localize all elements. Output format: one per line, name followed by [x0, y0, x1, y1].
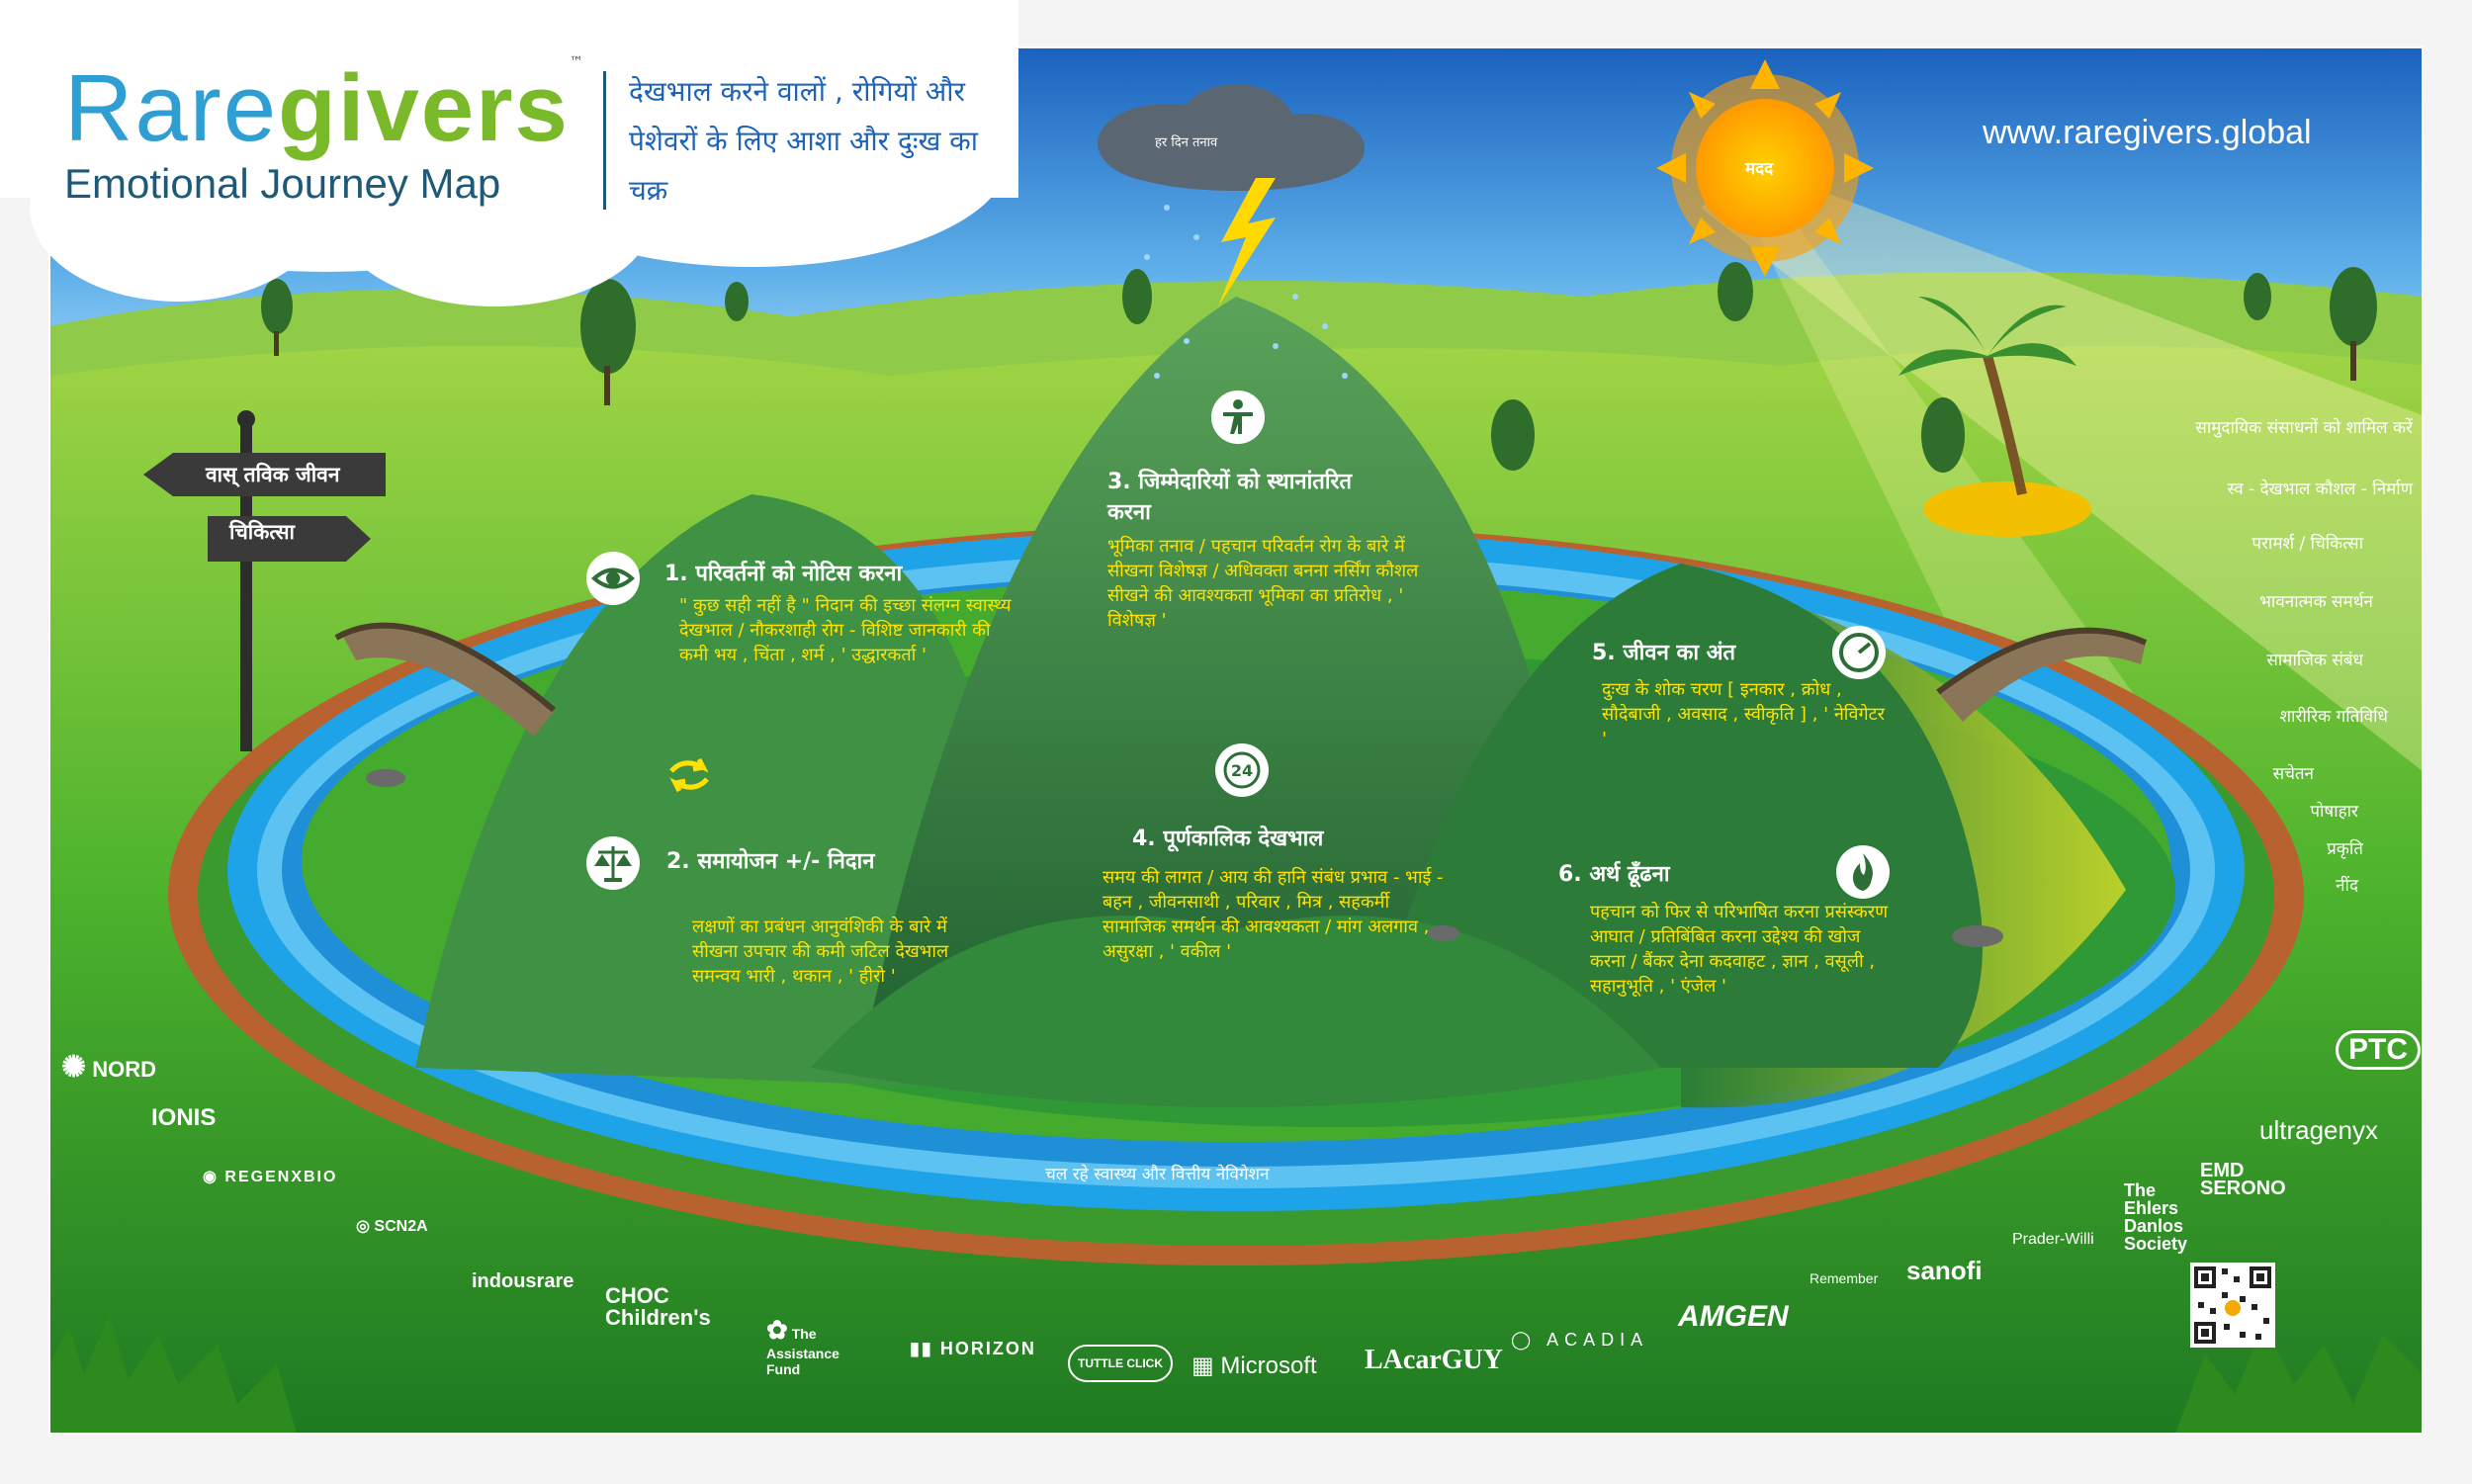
sponsor-choc: CHOC Children's — [605, 1283, 711, 1330]
brand-logo: Raregivers™ — [64, 54, 583, 163]
sign-treatment: चिकित्सा — [229, 520, 295, 544]
front-mound — [811, 916, 1661, 1107]
stage-1-title: 1. परिवर्तनों को नोटिस करना — [664, 562, 903, 586]
stage-6-body: पहचान को फिर से परिभाषित करना प्रसंस्करण… — [1590, 902, 1889, 997]
sponsor-acadia: ◯ ACADIA — [1511, 1330, 1649, 1350]
right-bridge — [1936, 627, 2148, 722]
stage-3-title: 3. जिम्मेदारियों को स्थानांतरित करना — [1107, 470, 1353, 525]
brand-rare: Rare — [64, 55, 279, 161]
gauge-icon — [1832, 626, 1886, 679]
ring-icon: ◯ — [1511, 1330, 1538, 1350]
lightning-icon — [1218, 178, 1276, 306]
tagline: देखभाल करने वालों , रोगियों और पेशेवरों … — [629, 75, 979, 207]
sponsor-scn2a: ◎ SCN2A — [356, 1218, 428, 1235]
daily-stress-label: हर दिन तनाव — [1155, 135, 1218, 150]
refresh-icon — [663, 755, 715, 795]
stage-1-body: " कुछ सही नहीं है " निदान की इच्छा संलग्… — [679, 595, 1012, 665]
stage-2-title: 2. समायोजन +/- निदान — [666, 849, 875, 874]
foreground-grass — [49, 1315, 297, 1434]
left-bridge — [334, 622, 556, 737]
sponsor-amgen: AMGEN — [1678, 1300, 1789, 1333]
map-subtitle: Emotional Journey Map — [64, 160, 501, 207]
stage-2-body: लक्षणों का प्रबंधन आनुवंशिकी के बारे में… — [692, 917, 949, 987]
right-mountain — [1365, 564, 1983, 1068]
sign-real-life: वास् तविक जीवन — [206, 463, 340, 486]
stage-6-title: 6. अर्थ ढूँढना — [1558, 862, 1670, 887]
stage-4-body: समय की लागत / आय की हानि संबंध प्रभाव - … — [1103, 867, 1444, 962]
resource-item: नींद — [2336, 876, 2358, 896]
person-icon — [1211, 391, 1265, 444]
scales-icon — [586, 836, 640, 890]
storm-cloud — [1098, 84, 1365, 191]
brand-givers: givers — [278, 55, 570, 161]
sponsor-regenxbio: ◉ REGENXBIO — [203, 1169, 338, 1185]
stage-5-body: दुःख के शोक चरण [ इनकार , क्रोध , सौदेबा… — [1602, 679, 1886, 749]
sponsor-horizon: ▮▮ HORIZON — [910, 1339, 1036, 1358]
sponsor-nord: ✺ NORD — [61, 1051, 157, 1084]
sun — [1656, 59, 1874, 277]
resource-item: परामर्श / चिकित्सा — [2251, 534, 2363, 554]
sponsor-assistance-fund: ✿ The Assistance Fund — [766, 1315, 839, 1377]
signpost-pole — [240, 415, 252, 751]
sponsor-lacarguy: LAcarGUY — [1365, 1345, 1503, 1375]
sponsor-tuttle-click: TUTTLE CLICK — [1068, 1345, 1173, 1382]
sponsor-ionis: IONIS — [151, 1104, 217, 1131]
resource-item: शारीरिक गतिविधि — [2279, 707, 2388, 727]
resource-item: स्व - देखभाल कौशल - निर्माण — [2227, 480, 2413, 499]
sun-rays — [1701, 168, 2423, 771]
resource-item: प्रकृति — [2327, 839, 2363, 859]
clock-24-icon: 24 — [1215, 743, 1269, 797]
central-mountain — [860, 297, 1592, 1078]
resource-item: भावनात्मक समर्थन — [2258, 592, 2373, 612]
stage-3-body: भूमिका तनाव / पहचान परिवर्तन रोग के बारे… — [1107, 536, 1419, 631]
sand-island — [1923, 481, 2091, 537]
svg-text:24: 24 — [1231, 761, 1253, 780]
sponsor-sanofi: sanofi — [1906, 1256, 1983, 1285]
sponsor-ultragenyx: ultragenyx — [2259, 1115, 2378, 1145]
stage-5-title: 5. जीवन का अंत — [1592, 641, 1736, 665]
circle-icon: ◎ — [356, 1218, 370, 1235]
trademark-mark: ™ — [569, 54, 583, 70]
resource-item: पोषाहार — [2310, 802, 2358, 822]
trees — [261, 262, 2377, 473]
resource-item: सामुदायिक संसाधनों को शामिल करें — [2195, 418, 2413, 438]
flame-icon — [1836, 845, 1890, 899]
eye-icon — [586, 552, 640, 605]
globe-icon: ◉ — [203, 1169, 219, 1185]
website-link[interactable]: www.raregivers.global — [1983, 114, 2312, 151]
resource-item: सचेतन — [2272, 764, 2314, 784]
sponsor-emd-serono: EMD SERONO — [2200, 1160, 2286, 1199]
bars-icon: ▮▮ — [910, 1339, 933, 1358]
left-mountain — [415, 494, 1010, 1088]
qr-code[interactable] — [2190, 1263, 2275, 1348]
starburst-icon: ✺ — [61, 1051, 87, 1084]
header-divider — [603, 71, 606, 210]
sponsor-microsoft: ▦ Microsoft — [1192, 1353, 1317, 1379]
sponsor-ehlers-danlos: The Ehlers Danlos Society — [2124, 1180, 2188, 1254]
windows-icon: ▦ — [1192, 1353, 1214, 1379]
sponsor-prader-willi: Prader-Willi — [2012, 1231, 2094, 1248]
river-label: चल रहे स्वास्थ्य और वित्तीय नेविगेशन — [1045, 1165, 1270, 1184]
stage-4-title: 4. पूर्णकालिक देखभाल — [1132, 827, 1324, 851]
rain-drops — [1144, 205, 1348, 379]
flower-icon: ✿ — [766, 1315, 788, 1345]
sponsor-indousrare: indousrare — [472, 1270, 574, 1292]
sponsor-ptc: PTC — [2336, 1030, 2421, 1070]
resource-item: सामाजिक संबंध — [2266, 651, 2363, 670]
header-cloud — [0, 0, 1018, 306]
help-label: मदद — [1745, 159, 1774, 179]
sponsor-remember: Remember — [1810, 1270, 1879, 1286]
